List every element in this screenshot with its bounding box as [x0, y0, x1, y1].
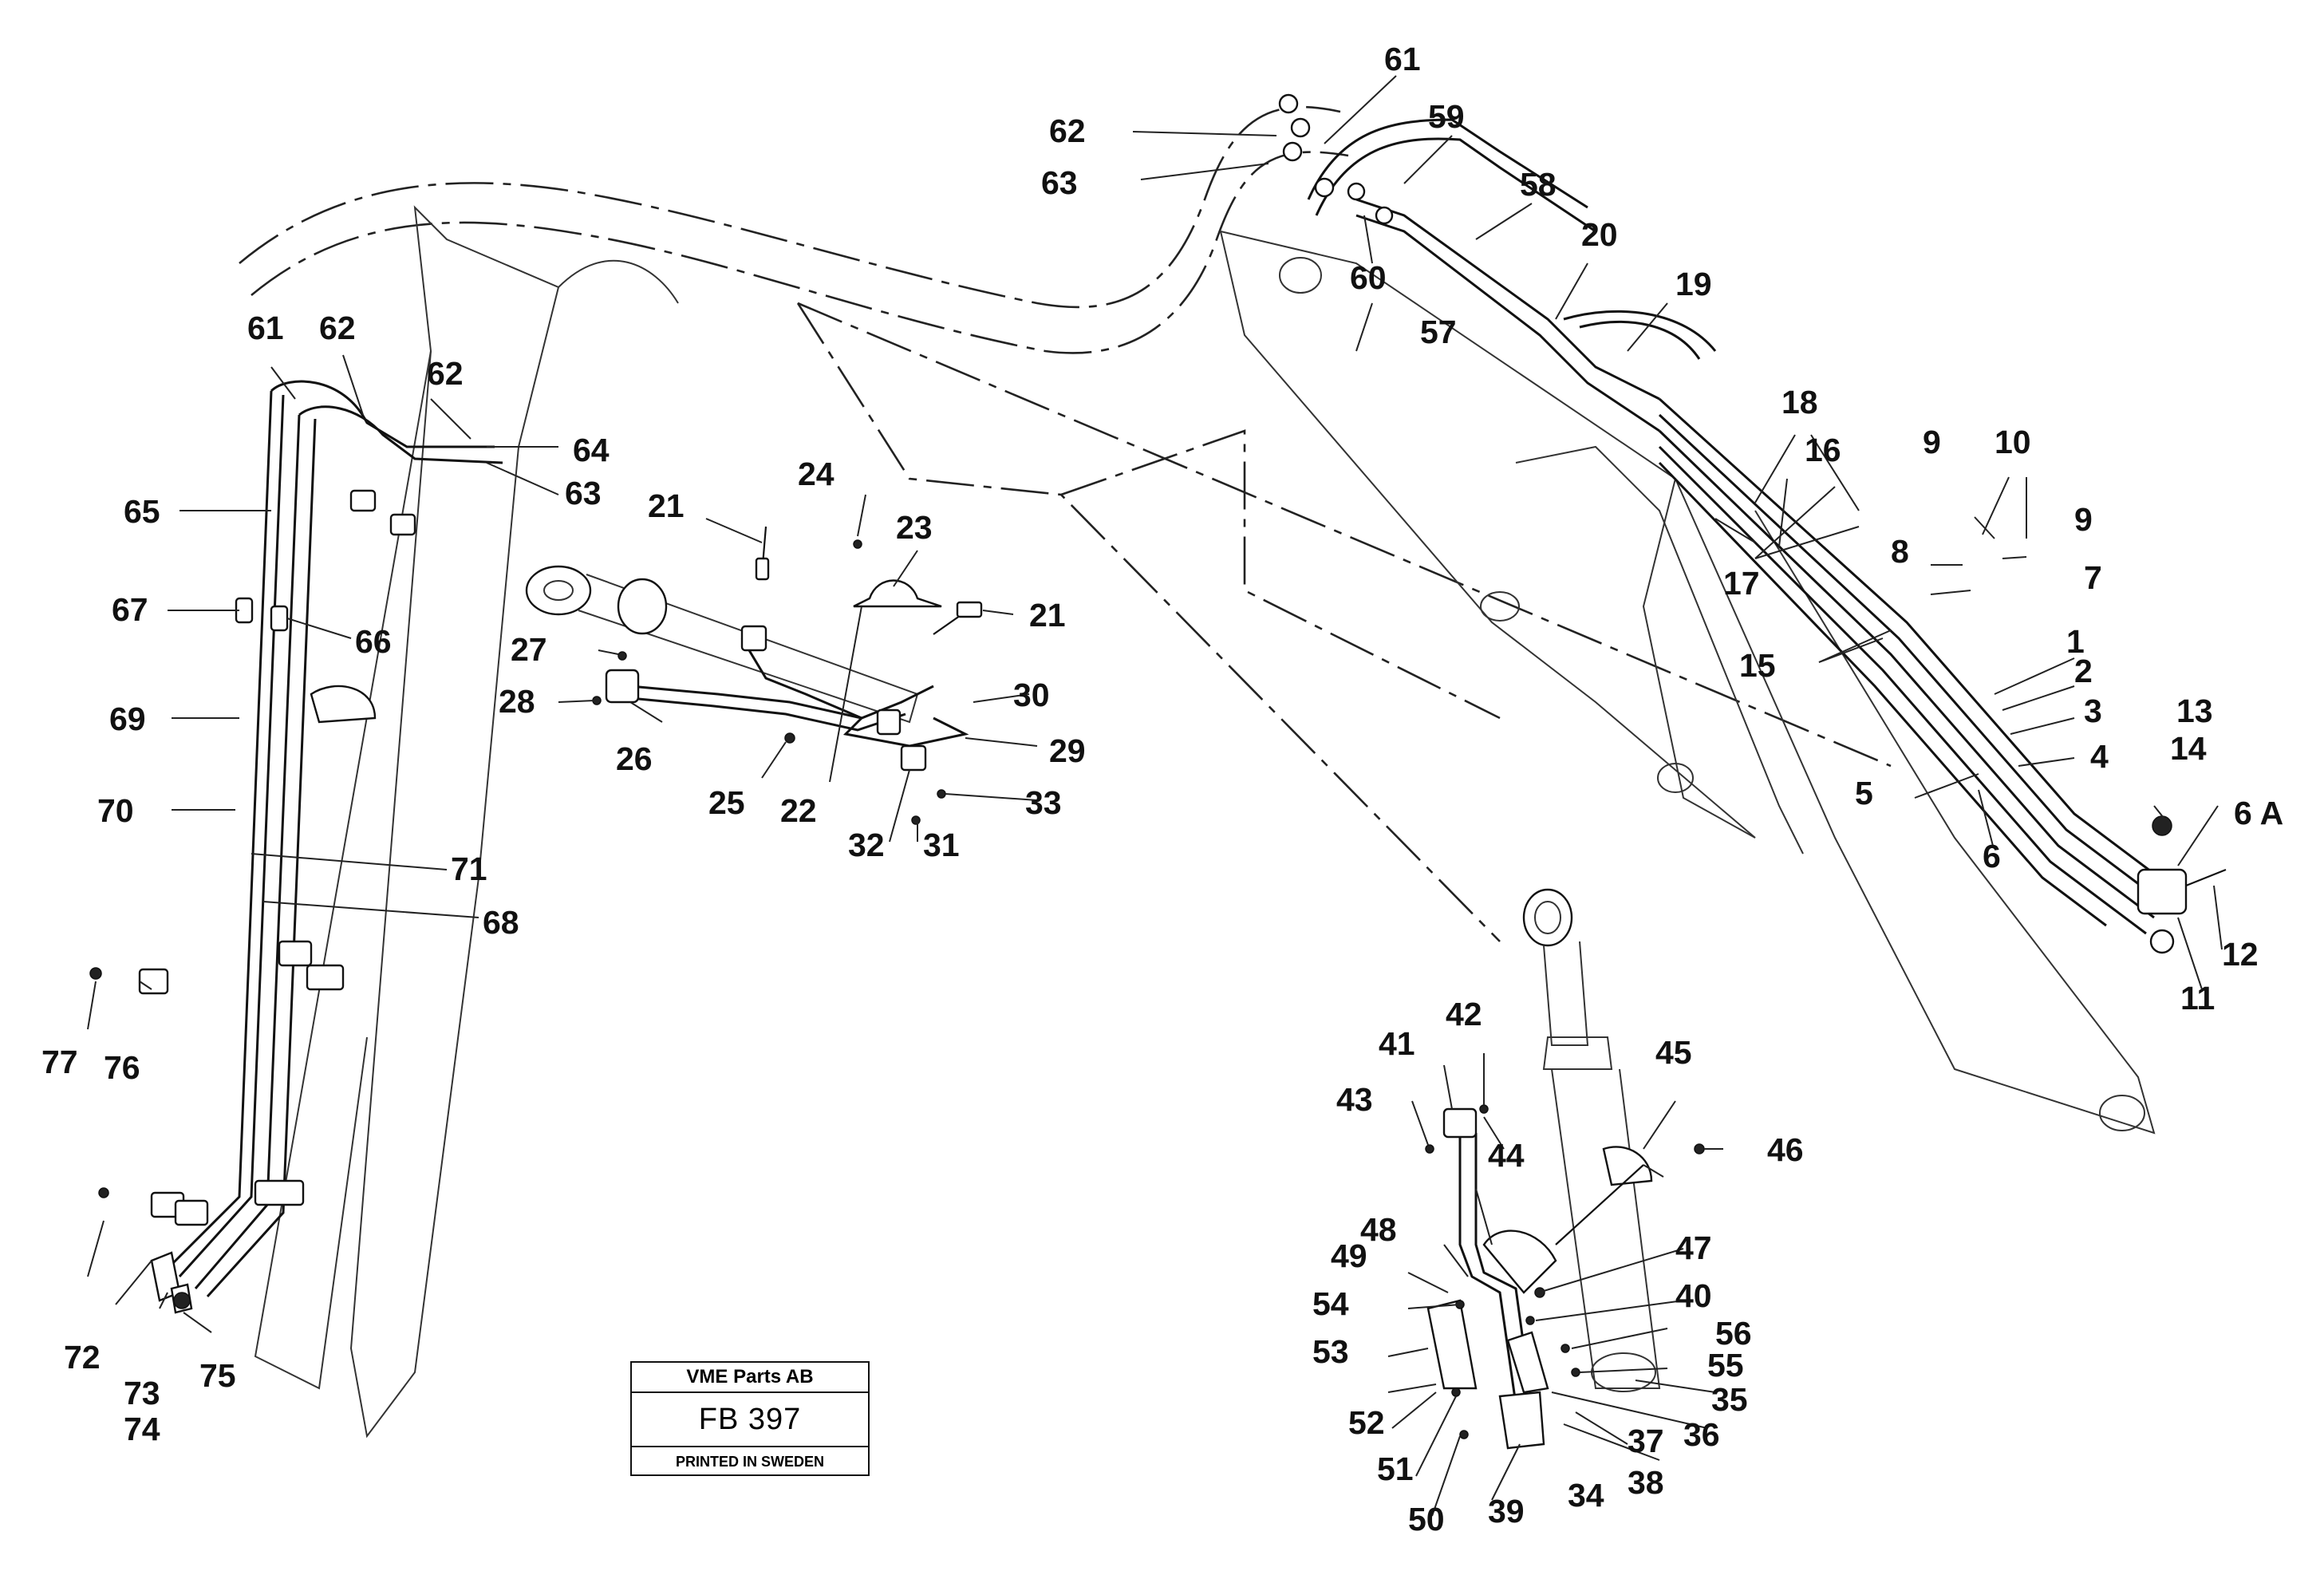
- callout-6a: 6 A: [2234, 795, 2283, 831]
- callout-50: 50: [1408, 1501, 1445, 1537]
- callout-62a: 62: [1049, 112, 1086, 149]
- callout-67: 67: [112, 591, 148, 628]
- printed-note: PRINTED IN SWEDEN: [675, 1454, 824, 1470]
- callout-62b: 62: [319, 310, 356, 346]
- callout-25: 25: [708, 784, 745, 821]
- callout-41: 41: [1379, 1025, 1415, 1062]
- callout-39: 39: [1488, 1493, 1525, 1530]
- callout-13: 13: [2176, 693, 2213, 729]
- callout-71: 71: [451, 851, 487, 887]
- callout-53: 53: [1312, 1333, 1349, 1370]
- callout-23: 23: [896, 509, 933, 546]
- callout-44: 44: [1488, 1137, 1525, 1174]
- callout-43: 43: [1336, 1081, 1373, 1118]
- title-block: VME Parts AB FB 397 PRINTED IN SWEDEN: [630, 1361, 870, 1476]
- callout-77: 77: [41, 1044, 78, 1080]
- callout-20: 20: [1581, 216, 1618, 253]
- callout-45: 45: [1655, 1034, 1692, 1071]
- right-hose-bundle: [1658, 397, 2227, 954]
- boom-structure: [254, 205, 2156, 1439]
- callout-21a: 21: [648, 487, 685, 524]
- callout-49: 49: [1331, 1237, 1367, 1274]
- callout-63a: 63: [1041, 164, 1078, 201]
- callout-72: 72: [64, 1339, 101, 1376]
- callout-10: 10: [1995, 424, 2031, 460]
- callout-6: 6: [1983, 838, 2001, 874]
- callout-30: 30: [1013, 677, 1050, 713]
- callout-52: 52: [1348, 1404, 1385, 1441]
- callout-61b: 61: [247, 310, 284, 346]
- callout-54: 54: [1312, 1285, 1349, 1322]
- callout-40: 40: [1675, 1277, 1712, 1314]
- callout-35: 35: [1711, 1381, 1748, 1418]
- callout-76: 76: [104, 1049, 140, 1086]
- upper-hose-bundle: [1278, 93, 1717, 432]
- callout-55: 55: [1707, 1347, 1744, 1384]
- callout-4: 4: [2090, 738, 2109, 775]
- callout-24: 24: [798, 456, 835, 492]
- callout-63b: 63: [565, 475, 602, 511]
- callout-36: 36: [1683, 1416, 1720, 1453]
- callout-labels: 1 2 3 4 5 6 6 A 7 8 9 9 10 11 12 13 14 1…: [41, 41, 2283, 1537]
- callout-16: 16: [1805, 432, 1841, 468]
- boom-outline: [239, 105, 1892, 942]
- callout-66: 66: [355, 623, 392, 660]
- lower-cylinder-group: [1425, 888, 1705, 1450]
- callout-9b: 9: [2074, 501, 2093, 538]
- callout-14: 14: [2170, 730, 2207, 767]
- callout-70: 70: [97, 792, 134, 829]
- callout-31: 31: [923, 827, 960, 863]
- callout-47: 47: [1675, 1230, 1712, 1266]
- callout-8: 8: [1891, 533, 1909, 570]
- company-name: VME Parts AB: [632, 1363, 868, 1393]
- callout-12: 12: [2222, 936, 2259, 973]
- callout-62c: 62: [427, 355, 464, 392]
- callout-15: 15: [1739, 647, 1776, 684]
- callout-38: 38: [1628, 1464, 1664, 1501]
- callout-33: 33: [1025, 784, 1062, 821]
- callout-59: 59: [1428, 98, 1465, 135]
- callout-37: 37: [1628, 1423, 1664, 1459]
- callout-60: 60: [1350, 259, 1387, 296]
- callout-69: 69: [109, 701, 146, 737]
- callout-26: 26: [616, 740, 653, 777]
- callout-65: 65: [124, 493, 160, 530]
- callout-3: 3: [2084, 693, 2102, 729]
- callout-61a: 61: [1384, 41, 1421, 77]
- center-cylinder-group: [525, 526, 983, 825]
- callout-56: 56: [1715, 1315, 1752, 1352]
- callout-28: 28: [499, 683, 535, 720]
- callout-27: 27: [511, 631, 547, 668]
- callout-18: 18: [1781, 384, 1818, 420]
- callout-29: 29: [1049, 732, 1086, 769]
- callout-64: 64: [573, 432, 610, 468]
- left-pipe-bundle: [89, 380, 503, 1314]
- callout-74: 74: [124, 1411, 160, 1447]
- callout-73: 73: [124, 1375, 160, 1411]
- callout-19: 19: [1675, 266, 1712, 302]
- callout-46: 46: [1767, 1131, 1804, 1168]
- leader-lines: [87, 75, 2223, 1517]
- callout-58: 58: [1520, 166, 1557, 203]
- callout-42: 42: [1446, 996, 1482, 1032]
- callout-57: 57: [1420, 314, 1457, 350]
- callout-9a: 9: [1923, 424, 1941, 460]
- callout-22: 22: [780, 792, 817, 829]
- callout-48: 48: [1360, 1211, 1397, 1248]
- figure-number: FB 397: [632, 1393, 868, 1447]
- callout-75: 75: [199, 1357, 236, 1394]
- callout-7: 7: [2084, 559, 2102, 596]
- callout-2: 2: [2074, 653, 2093, 689]
- callout-17: 17: [1723, 565, 1760, 602]
- callout-34: 34: [1568, 1477, 1604, 1514]
- callout-51: 51: [1377, 1451, 1414, 1487]
- callout-5: 5: [1855, 775, 1873, 811]
- callout-21b: 21: [1029, 597, 1066, 634]
- callout-1: 1: [2066, 623, 2085, 660]
- callout-68: 68: [483, 904, 519, 941]
- callout-32: 32: [848, 827, 885, 863]
- callout-11: 11: [2180, 980, 2215, 1016]
